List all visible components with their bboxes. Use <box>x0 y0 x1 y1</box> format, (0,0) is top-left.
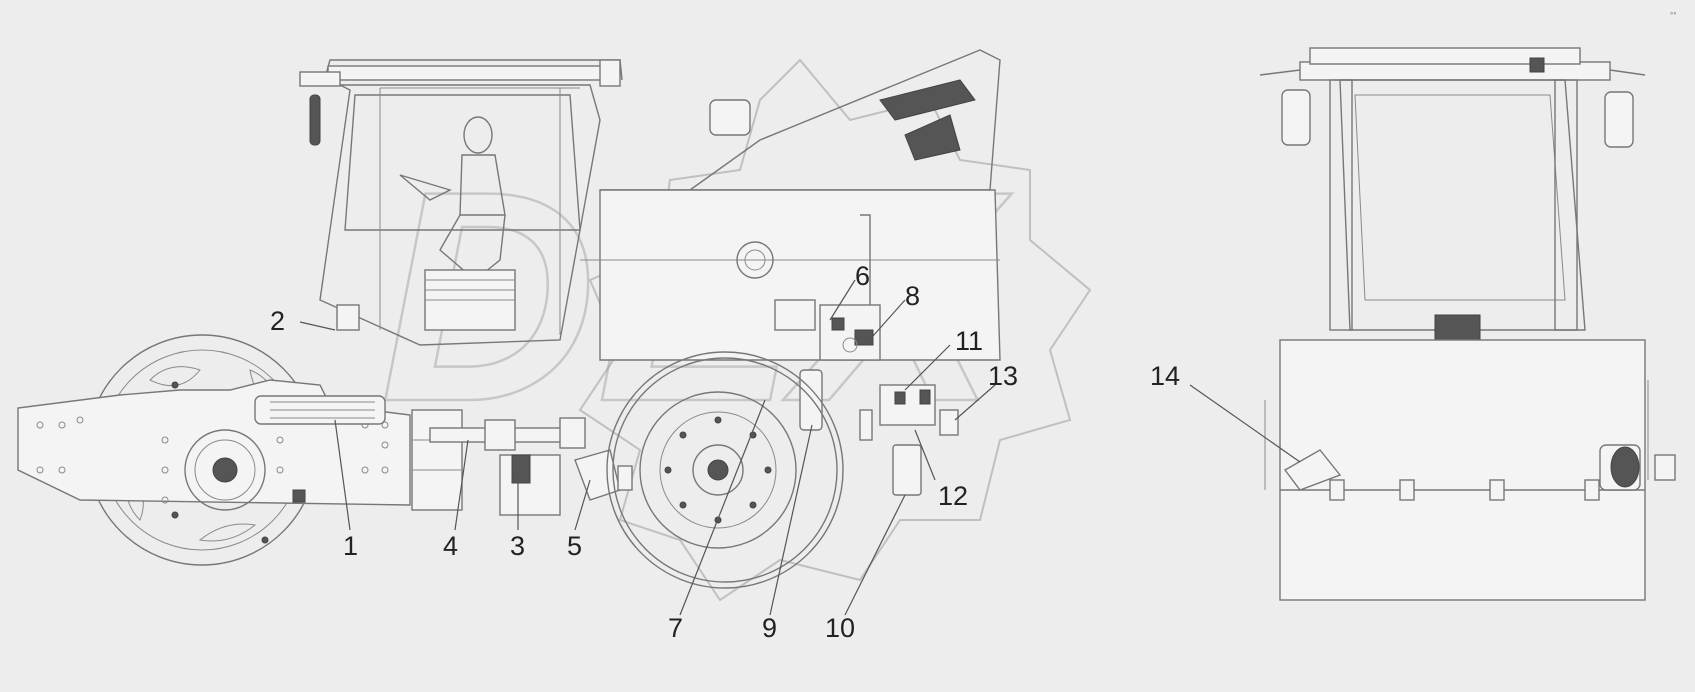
leader-lines <box>299 279 1301 616</box>
callout-13: 13 <box>988 361 1018 391</box>
callout-14: 14 <box>1150 361 1180 391</box>
engine-hood <box>580 49 1001 361</box>
callout-5: 5 <box>567 531 582 561</box>
callout-9: 9 <box>762 613 777 643</box>
rear-wheel <box>606 351 844 589</box>
callout-11: 11 <box>955 326 983 356</box>
callout-10: 10 <box>825 613 855 643</box>
callout-6: 6 <box>855 261 870 291</box>
corner-mark: °° <box>1670 11 1676 20</box>
frame-bolts <box>36 416 389 504</box>
callout-3: 3 <box>510 531 525 561</box>
callout-1: 1 <box>343 531 358 561</box>
callout-4: 4 <box>443 531 458 561</box>
front-view <box>1259 47 1676 601</box>
callout-labels: 1 2 3 4 5 6 7 8 9 10 11 12 13 14 <box>270 261 1180 643</box>
callout-2: 2 <box>270 306 285 336</box>
callout-8: 8 <box>905 281 920 311</box>
cab-side <box>299 59 623 346</box>
front-frame <box>17 379 411 511</box>
callout-7: 7 <box>668 613 683 643</box>
callout-12: 12 <box>938 481 968 511</box>
hydraulic-pumps <box>774 299 959 496</box>
articulation-joint <box>411 409 633 516</box>
